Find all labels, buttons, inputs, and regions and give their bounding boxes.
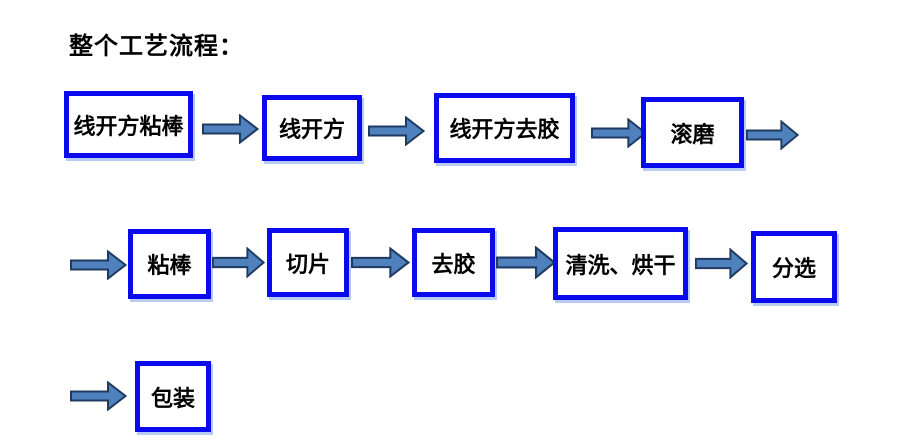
right-arrow-icon bbox=[70, 381, 127, 411]
flow-node-8: 分选 bbox=[751, 231, 837, 303]
flow-node-7: 清洗、烘干 bbox=[553, 227, 688, 300]
flow-node-4: 粘棒 bbox=[128, 229, 211, 299]
right-arrow-icon bbox=[746, 120, 799, 150]
flow-node-6: 去胶 bbox=[412, 228, 495, 297]
flow-node-3: 滚磨 bbox=[641, 97, 744, 168]
diagram-title: 整个工艺流程： bbox=[69, 34, 244, 60]
right-arrow-icon bbox=[591, 118, 647, 148]
right-arrow-icon bbox=[351, 247, 410, 278]
right-arrow-icon bbox=[70, 250, 127, 280]
right-arrow-icon bbox=[368, 116, 425, 146]
right-arrow-icon bbox=[496, 246, 556, 279]
flow-node-1: 线开方 bbox=[262, 95, 362, 161]
flow-node-9: 包装 bbox=[135, 361, 211, 432]
right-arrow-icon bbox=[695, 248, 748, 279]
right-arrow-icon bbox=[202, 114, 259, 144]
flow-node-5: 切片 bbox=[267, 228, 349, 297]
flow-node-2: 线开方去胶 bbox=[434, 93, 575, 163]
right-arrow-icon bbox=[212, 247, 265, 278]
flow-node-0: 线开方粘棒 bbox=[64, 91, 193, 158]
